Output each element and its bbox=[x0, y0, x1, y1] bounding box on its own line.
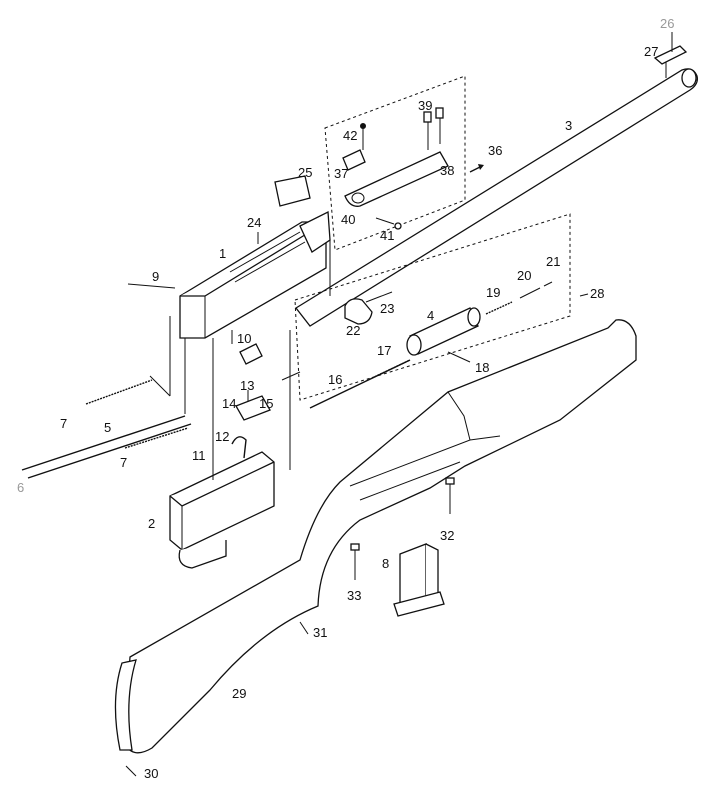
bolt-parts bbox=[342, 107, 449, 230]
pin-18 bbox=[447, 351, 471, 363]
label-4: 4 bbox=[427, 308, 434, 323]
label-40: 40 bbox=[341, 212, 355, 227]
label-36: 36 bbox=[488, 143, 502, 158]
pin-9 bbox=[127, 283, 176, 289]
cleaning-rods bbox=[21, 375, 192, 479]
label-15: 15 bbox=[259, 396, 273, 411]
label-22: 22 bbox=[346, 323, 360, 338]
label-42: 42 bbox=[343, 128, 357, 143]
part-22-23 bbox=[344, 291, 393, 325]
spring-17 bbox=[371, 359, 411, 379]
label-17: 17 bbox=[377, 343, 391, 358]
trigger-housing bbox=[169, 451, 275, 569]
label-20: 20 bbox=[517, 268, 531, 283]
rod-16 bbox=[309, 359, 411, 409]
label-25: 25 bbox=[298, 165, 312, 180]
part-labels: 26 27 3 39 42 36 37 38 25 40 41 24 1 9 2… bbox=[17, 16, 674, 781]
label-10: 10 bbox=[237, 331, 251, 346]
part-25 bbox=[274, 175, 311, 207]
label-1: 1 bbox=[219, 246, 226, 261]
screw-33 bbox=[350, 543, 360, 580]
label-9: 9 bbox=[152, 269, 159, 284]
label-6: 6 bbox=[17, 480, 24, 495]
label-39: 39 bbox=[418, 98, 432, 113]
gas-cylinder-4 bbox=[406, 307, 481, 356]
label-5: 5 bbox=[104, 420, 111, 435]
label-27: 27 bbox=[644, 44, 658, 59]
spring-19 bbox=[485, 301, 513, 315]
label-23: 23 bbox=[380, 301, 394, 316]
label-32: 32 bbox=[440, 528, 454, 543]
pin-21 bbox=[543, 281, 553, 287]
receiver bbox=[179, 210, 331, 339]
label-26: 26 bbox=[660, 16, 674, 31]
label-29: 29 bbox=[232, 686, 246, 701]
barrel bbox=[295, 68, 698, 327]
leader-lines bbox=[169, 240, 331, 480]
magazine bbox=[393, 543, 445, 617]
label-19: 19 bbox=[486, 285, 500, 300]
label-21: 21 bbox=[546, 254, 560, 269]
screw-31 bbox=[299, 621, 309, 635]
screw-30 bbox=[125, 765, 137, 777]
trigger-parts bbox=[231, 390, 271, 459]
screw-32 bbox=[445, 477, 455, 514]
label-33: 33 bbox=[347, 588, 361, 603]
label-7-lower: 7 bbox=[120, 455, 127, 470]
label-24: 24 bbox=[247, 215, 261, 230]
screw-28 bbox=[579, 293, 589, 297]
rod-20 bbox=[519, 287, 541, 299]
label-38: 38 bbox=[440, 163, 454, 178]
label-18: 18 bbox=[475, 360, 489, 375]
label-7-upper: 7 bbox=[60, 416, 67, 431]
front-sight bbox=[653, 32, 688, 78]
label-31: 31 bbox=[313, 625, 327, 640]
label-3: 3 bbox=[565, 118, 572, 133]
label-2: 2 bbox=[148, 516, 155, 531]
operating-group-box bbox=[294, 213, 571, 401]
label-13: 13 bbox=[240, 378, 254, 393]
label-37: 37 bbox=[334, 166, 348, 181]
label-12: 12 bbox=[215, 429, 229, 444]
label-8: 8 bbox=[382, 556, 389, 571]
label-14: 14 bbox=[222, 396, 236, 411]
label-41: 41 bbox=[380, 228, 394, 243]
part-10 bbox=[239, 343, 263, 365]
label-28: 28 bbox=[590, 286, 604, 301]
label-16: 16 bbox=[328, 372, 342, 387]
label-30: 30 bbox=[144, 766, 158, 781]
stock bbox=[114, 319, 637, 754]
label-11: 11 bbox=[192, 448, 206, 463]
